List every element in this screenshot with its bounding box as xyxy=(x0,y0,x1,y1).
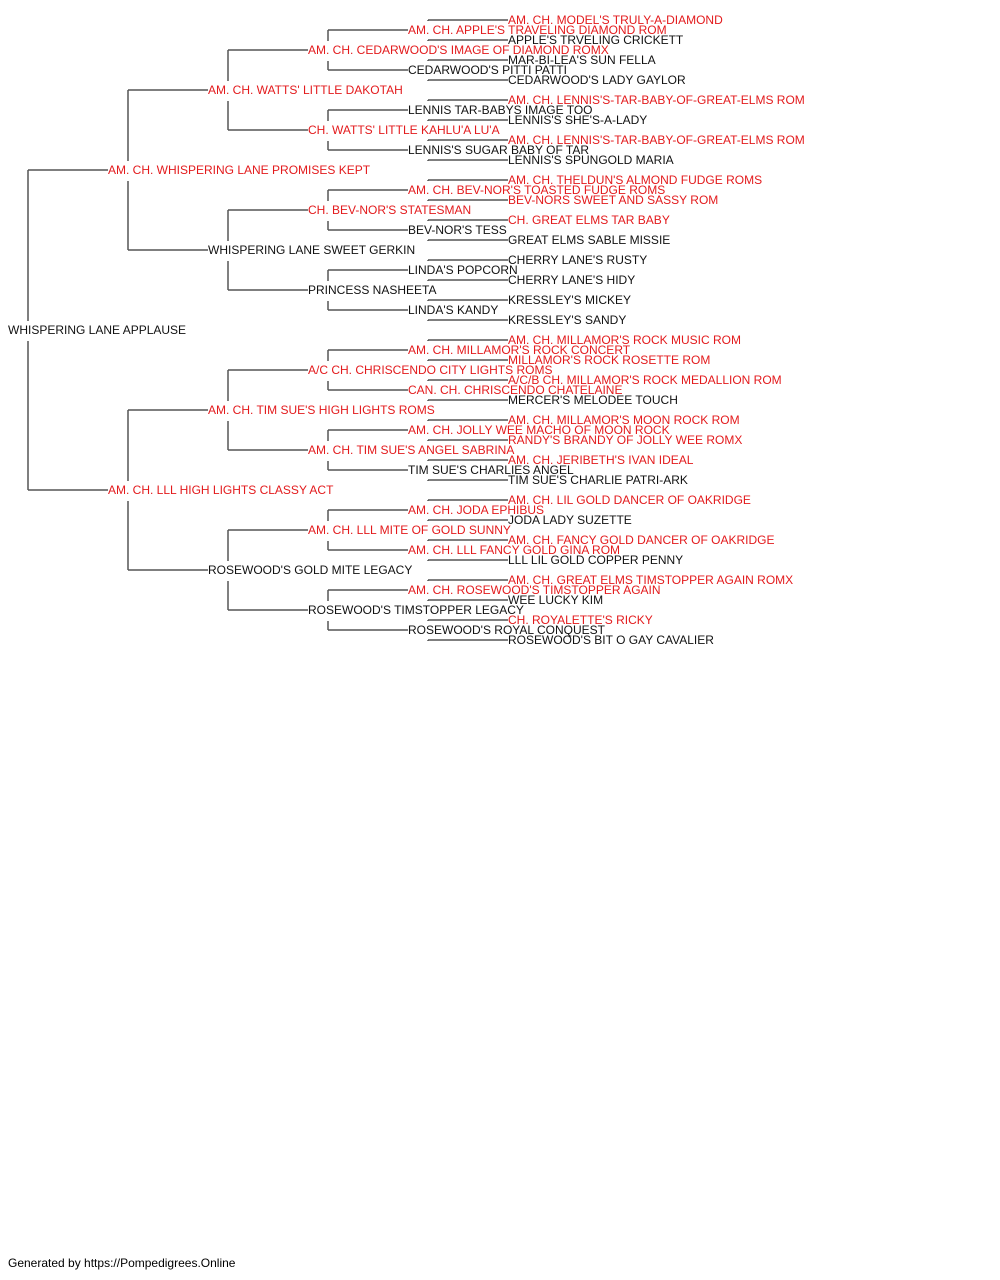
sire-name: AM. CH. MODEL'S TRULY-A-DIAMOND xyxy=(508,13,723,27)
dam-name: BEV-NOR'S TESS xyxy=(408,223,507,237)
dam-name: AM. CH. TIM SUE'S ANGEL SABRINA xyxy=(308,443,514,457)
sire-name: LENNIS TAR-BABYS IMAGE TOO xyxy=(408,103,593,117)
sire-name: AM. CH. JODA EPHIBUS xyxy=(408,503,544,517)
sire-name: AM. CH. ROSEWOOD'S TIMSTOPPER AGAIN xyxy=(408,583,661,597)
dam-name: WHISPERING LANE SWEET GERKIN xyxy=(208,243,415,257)
dam-name: JODA LADY SUZETTE xyxy=(508,513,632,527)
dam-name: CAN. CH. CHRISCENDO CHATELAINE xyxy=(408,383,622,397)
dam-name: MILLAMOR'S ROCK ROSETTE ROM xyxy=(508,353,710,367)
sire-name: A/C CH. CHRISCENDO CITY LIGHTS ROMS xyxy=(308,363,552,377)
sire-name: AM. CH. JOLLY WEE MACHO OF MOON ROCK xyxy=(408,423,670,437)
sire-name: CH. BEV-NOR'S STATESMAN xyxy=(308,203,471,217)
sire-name: AM. CH. FANCY GOLD DANCER OF OAKRIDGE xyxy=(508,533,774,547)
dam-name: WEE LUCKY KIM xyxy=(508,593,603,607)
dam-name: MERCER'S MELODEE TOUCH xyxy=(508,393,678,407)
footer-credit: Generated by https://Pompedigrees.Online xyxy=(8,1256,236,1270)
sire-name: CH. GREAT ELMS TAR BABY xyxy=(508,213,670,227)
dam-name: RANDY'S BRANDY OF JOLLY WEE ROMX xyxy=(508,433,742,447)
subject-dog-name: WHISPERING LANE APPLAUSE xyxy=(8,323,186,337)
dam-name: ROSEWOOD'S BIT O GAY CAVALIER xyxy=(508,633,714,647)
dam-name: LENNIS'S SHE'S-A-LADY xyxy=(508,113,647,127)
dam-name: TIM SUE'S CHARLIE PATRI-ARK xyxy=(508,473,688,487)
sire-name: AM. CH. LENNIS'S-TAR-BABY-OF-GREAT-ELMS … xyxy=(508,93,805,107)
sire-name: AM. CH. TIM SUE'S HIGH LIGHTS ROMS xyxy=(208,403,435,417)
dam-name: APPLE'S TRVELING CRICKETT xyxy=(508,33,684,47)
dam-name: TIM SUE'S CHARLIES ANGEL xyxy=(408,463,574,477)
sire-name: AM. CH. LIL GOLD DANCER OF OAKRIDGE xyxy=(508,493,751,507)
sire-name: AM. CH. MILLAMOR'S MOON ROCK ROM xyxy=(508,413,740,427)
dam-name: ROSEWOOD'S ROYAL CONQUEST xyxy=(408,623,606,637)
sire-name: AM. CH. GREAT ELMS TIMSTOPPER AGAIN ROMX xyxy=(508,573,793,587)
dam-name: GREAT ELMS SABLE MISSIE xyxy=(508,233,670,247)
dam-name: CH. WATTS' LITTLE KAHLU'A LU'A xyxy=(308,123,500,137)
sire-name: AM. CH. APPLE'S TRAVELING DIAMOND ROM xyxy=(408,23,667,37)
dam-name: LINDA'S KANDY xyxy=(408,303,498,317)
sire-name: AM. CH. LLL MITE OF GOLD SUNNY xyxy=(308,523,511,537)
dam-name: AM. CH. LLL HIGH LIGHTS CLASSY ACT xyxy=(108,483,334,497)
dam-name: LENNIS'S SPUNGOLD MARIA xyxy=(508,153,674,167)
sire-name: AM. CH. MILLAMOR'S ROCK CONCERT xyxy=(408,343,631,357)
dam-name: ROSEWOOD'S GOLD MITE LEGACY xyxy=(208,563,412,577)
sire-name: KRESSLEY'S MICKEY xyxy=(508,293,631,307)
sire-name: A/C/B CH. MILLAMOR'S ROCK MEDALLION ROM xyxy=(508,373,782,387)
sire-name: AM. CH. THELDUN'S ALMOND FUDGE ROMS xyxy=(508,173,762,187)
sire-name: MAR-BI-LEA'S SUN FELLA xyxy=(508,53,656,67)
dam-name: LENNIS'S SUGAR BABY OF TAR xyxy=(408,143,589,157)
dam-name: BEV-NORS SWEET AND SASSY ROM xyxy=(508,193,718,207)
sire-name: AM. CH. WATTS' LITTLE DAKOTAH xyxy=(208,83,403,97)
dam-name: KRESSLEY'S SANDY xyxy=(508,313,626,327)
dam-name: AM. CH. LLL FANCY GOLD GINA ROM xyxy=(408,543,620,557)
sire-name: AM. CH. BEV-NOR'S TOASTED FUDGE ROMS xyxy=(408,183,665,197)
sire-name: CHERRY LANE'S RUSTY xyxy=(508,253,647,267)
sire-name: AM. CH. CEDARWOOD'S IMAGE OF DIAMOND ROM… xyxy=(308,43,609,57)
sire-name: CH. ROYALETTE'S RICKY xyxy=(508,613,653,627)
dam-name: PRINCESS NASHEETA xyxy=(308,283,436,297)
dam-name: CEDARWOOD'S PITTI PATTI xyxy=(408,63,567,77)
sire-name: AM. CH. JERIBETH'S IVAN IDEAL xyxy=(508,453,694,467)
sire-name: AM. CH. WHISPERING LANE PROMISES KEPT xyxy=(108,163,371,177)
dam-name: LLL LIL GOLD COPPER PENNY xyxy=(508,553,683,567)
dam-name: ROSEWOOD'S TIMSTOPPER LEGACY xyxy=(308,603,524,617)
sire-name: AM. CH. LENNIS'S-TAR-BABY-OF-GREAT-ELMS … xyxy=(508,133,805,147)
sire-name: AM. CH. MILLAMOR'S ROCK MUSIC ROM xyxy=(508,333,741,347)
dam-name: CHERRY LANE'S HIDY xyxy=(508,273,635,287)
dam-name: CEDARWOOD'S LADY GAYLOR xyxy=(508,73,686,87)
sire-name: LINDA'S POPCORN xyxy=(408,263,518,277)
